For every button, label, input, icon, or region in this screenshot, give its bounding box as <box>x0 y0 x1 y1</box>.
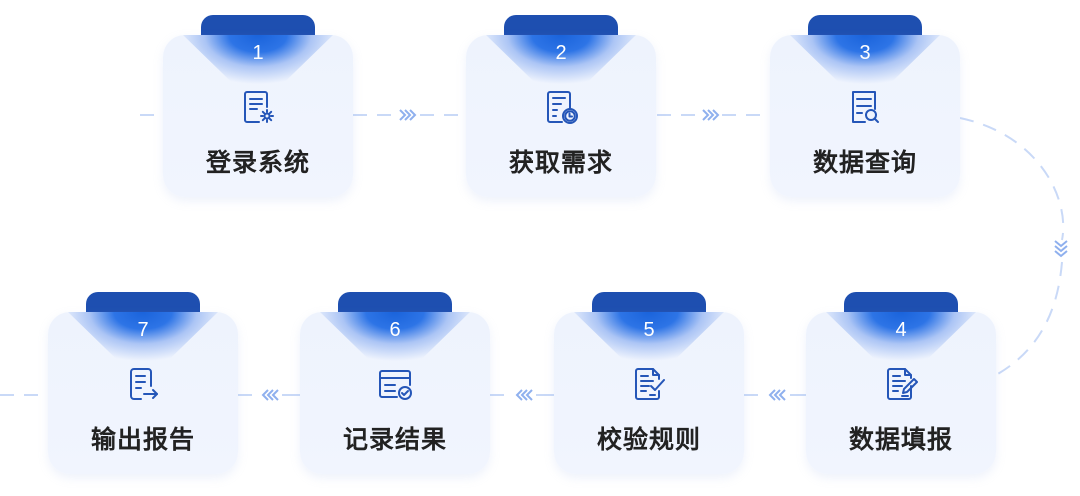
chevrons-down-icon <box>1054 240 1068 258</box>
step-card-2: 2 获取需求 <box>466 35 656 197</box>
step-card-3: 3 数据查询 <box>770 35 960 197</box>
step-card-5: 5 校验规则 <box>554 312 744 474</box>
document-clock-icon <box>547 91 578 124</box>
document-search-icon <box>852 91 879 123</box>
step-label: 数据填报 <box>848 425 953 454</box>
step-number: 7 <box>137 319 149 341</box>
step-card-4: 4 数据填报 <box>806 312 996 474</box>
step-number: 4 <box>895 319 907 341</box>
document-check-icon <box>635 368 665 400</box>
step-number: 1 <box>252 42 264 64</box>
step-number: 2 <box>555 42 567 64</box>
step-number: 3 <box>859 42 871 64</box>
record-check-icon <box>379 370 412 400</box>
step-card-6: 6 记录结果 <box>300 312 490 474</box>
document-edit-icon <box>887 368 918 400</box>
step-label: 获取需求 <box>508 148 613 177</box>
step-label: 输出报告 <box>90 425 195 454</box>
step-label: 登录系统 <box>205 148 310 177</box>
step-label: 数据查询 <box>812 148 917 177</box>
step-card-1: 1 登录系统 <box>163 35 353 197</box>
step-label: 校验规则 <box>596 425 701 454</box>
step-number: 5 <box>643 319 655 341</box>
step-card-7: 7 输出报告 <box>48 312 238 474</box>
step-label: 记录结果 <box>342 425 447 454</box>
step-number: 6 <box>389 319 401 341</box>
document-gear-icon <box>244 91 274 123</box>
document-export-icon <box>130 368 158 400</box>
